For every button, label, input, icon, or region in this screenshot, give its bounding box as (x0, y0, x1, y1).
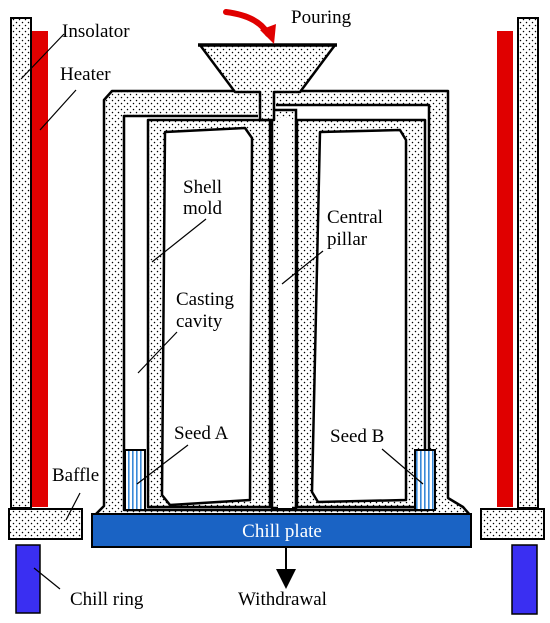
insulator-label: Insolator (62, 21, 130, 42)
seed-a-label: Seed A (174, 423, 229, 444)
heater-label: Heater (60, 64, 111, 85)
chill-ring-right (511, 544, 538, 615)
curved-arrow-head (260, 24, 276, 44)
casting-cavity-leader (137, 331, 178, 374)
baffle-leader (65, 492, 81, 521)
seed-a (124, 449, 146, 511)
insulator-left (10, 17, 32, 509)
heater-right (497, 31, 513, 507)
chill-plate-label: Chill plate (242, 521, 322, 542)
pouring-funnel (198, 43, 337, 122)
withdrawal-label: Withdrawal (238, 589, 327, 610)
central-pillar-label-line1: Central (327, 207, 383, 228)
baffle-right (480, 508, 545, 540)
insulator-leader (20, 33, 65, 80)
shell-mold-leader (151, 218, 207, 263)
shell-mold-label-line1: Shell (183, 177, 222, 198)
seed-b-label: Seed B (330, 426, 384, 447)
chill-ring-leader (33, 567, 61, 590)
casting-cavity-label-line2: cavity (176, 311, 223, 332)
central-pillar-leader (281, 250, 324, 285)
pouring-label: Pouring (291, 7, 352, 28)
seed-b-leader (381, 448, 424, 485)
right-casting-cavity (310, 128, 408, 504)
chill-plate (91, 513, 472, 548)
central-pillar-label-line2: pillar (327, 229, 368, 250)
chill-ring-label: Chill ring (70, 589, 144, 610)
chill-ring-left (15, 544, 41, 614)
heater-left (32, 31, 48, 507)
casting-cavity-label-line1: Casting (176, 289, 235, 310)
seed-b (414, 449, 436, 511)
baffle-left (8, 508, 83, 540)
baffle-label: Baffle (52, 465, 99, 486)
heater-leader (39, 89, 77, 131)
central-pillar-gap (278, 118, 292, 508)
insulator-right (517, 17, 539, 509)
left-casting-cavity (160, 126, 254, 507)
shell-mold-label-line2: mold (183, 198, 223, 219)
seed-a-leader (136, 444, 189, 485)
